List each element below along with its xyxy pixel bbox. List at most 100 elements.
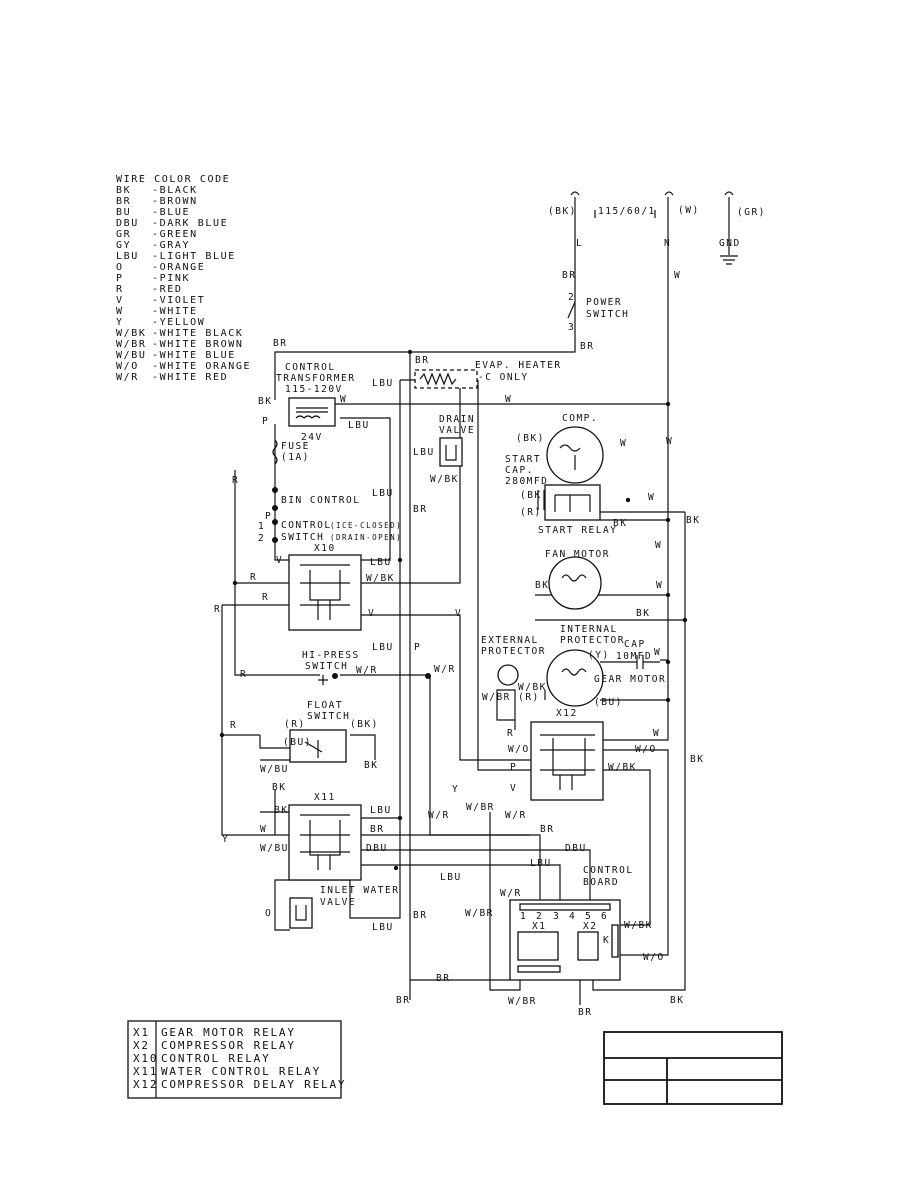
gear-cap-label-1: CAP xyxy=(624,639,646,650)
wire-label: BR xyxy=(540,824,554,835)
float-switch-label-1: FLOAT xyxy=(307,700,343,711)
junction-dot xyxy=(219,732,225,738)
junction-dot xyxy=(425,673,431,679)
control-switch-pin-1: 1 xyxy=(258,521,265,532)
color-name: -LIGHT BLUE xyxy=(152,251,236,262)
title-block-box xyxy=(603,1031,783,1105)
wire-label: DBU xyxy=(565,843,587,854)
relay-x10-contacts xyxy=(300,564,350,620)
wire-color-code-entries: BK -BLACK BR -BROWN BU -BLUE DBU -DARK B… xyxy=(116,185,249,383)
wire-label: R xyxy=(240,669,247,680)
relay-x10-label: X10 xyxy=(314,543,336,554)
start-cap-label-3: 280MFD xyxy=(505,476,548,487)
evap-heater-label-1: EVAP. HEATER xyxy=(475,360,562,371)
control-switch-note-1: (ICE-CLOSED) xyxy=(330,521,402,530)
color-name: -RED xyxy=(152,284,182,295)
relay-name: WATER CONTROL RELAY xyxy=(161,1065,321,1078)
drain-solenoid-icon xyxy=(445,445,457,461)
relay-legend-box xyxy=(127,1020,342,1099)
wire-br-label: BR xyxy=(562,270,576,281)
wire-label: W xyxy=(654,647,661,658)
color-code: Y xyxy=(116,317,124,328)
wire-label: BR xyxy=(370,824,384,835)
wire-label: W xyxy=(666,436,673,447)
wire-label: R xyxy=(262,592,269,603)
br-rail xyxy=(274,351,411,980)
wire-label: BK xyxy=(535,580,549,591)
wire-label: BR xyxy=(415,355,429,366)
violet-wire xyxy=(352,614,540,761)
control-switch-wiring xyxy=(274,490,293,561)
junction-dot xyxy=(393,865,399,871)
relay-code: X11 xyxy=(133,1065,158,1078)
wire-label: W/BK xyxy=(430,474,459,485)
wire-label: LBU xyxy=(372,922,394,933)
x11-board-wires xyxy=(350,817,591,900)
fan-motor xyxy=(548,556,602,610)
board-pin: 1 xyxy=(520,911,527,922)
wire-label: W xyxy=(260,824,267,835)
start-cap-label-1: START xyxy=(505,454,541,465)
wire-label: R xyxy=(214,604,221,615)
color-name: -WHITE xyxy=(152,306,198,317)
wire-label: R xyxy=(230,720,237,731)
wire-label: W/BK xyxy=(624,920,653,931)
color-name: -ORANGE xyxy=(152,262,205,273)
transformer-24v-label: 24V xyxy=(301,432,323,443)
wire-label: LBU xyxy=(530,858,552,869)
junction-dot xyxy=(665,401,671,407)
lbu-secondary xyxy=(340,417,391,561)
compressor-label: COMP. xyxy=(562,413,598,424)
compressor-bk-label: (BK) xyxy=(516,433,545,444)
wire-label: (BK) xyxy=(350,719,379,730)
board-k-label: K xyxy=(603,935,610,946)
wire-label: BR xyxy=(396,995,410,1006)
gear-motor-label: GEAR MOTOR xyxy=(594,674,666,685)
color-name: -WHITE BROWN xyxy=(152,339,243,350)
wire-label: V xyxy=(455,608,462,619)
wire-label: BR xyxy=(578,1007,592,1018)
color-name: -DARK BLUE xyxy=(152,218,228,229)
hipress-switch-icon xyxy=(318,675,328,685)
wire-label: (BU) xyxy=(283,737,312,748)
w-right-1 xyxy=(600,404,669,521)
color-name: -WHITE RED xyxy=(152,372,228,383)
color-code: LBU xyxy=(116,251,139,262)
drain-valve-label-2: VALVE xyxy=(439,425,475,436)
fan-motor-winding-icon xyxy=(561,574,587,582)
line-l-label: L xyxy=(576,238,583,249)
gear-cap-icon xyxy=(600,655,660,669)
wire-label: W/O xyxy=(508,744,530,755)
board-relay-x2-label: X2 xyxy=(583,921,597,932)
wire-label: LBU xyxy=(372,642,394,653)
wire-br-label: BR xyxy=(580,341,594,352)
wire-label: W/BK xyxy=(518,682,547,693)
title-block xyxy=(603,1031,783,1105)
control-switch-terminal xyxy=(272,537,278,543)
color-name: -WHITE BLUE xyxy=(152,350,236,361)
supply-wires xyxy=(410,191,734,404)
color-name: -YELLOW xyxy=(152,317,205,328)
color-code: P xyxy=(116,273,124,284)
wire-label: W/BU xyxy=(260,843,289,854)
color-code: BR xyxy=(116,196,131,207)
board-pin: 2 xyxy=(536,911,543,922)
evap-heater-label-2: -C ONLY xyxy=(478,372,529,383)
supply-w-label: (W) xyxy=(678,205,700,216)
wire-label: W/O xyxy=(643,952,665,963)
power-supply: (BK) 115/60/1 (W) (GR) L N GND BR W 2 3 … xyxy=(410,191,764,404)
junction-dots xyxy=(219,349,688,871)
control-switch-note-2: (DRAIN-OPEN) xyxy=(330,533,402,542)
gear-motor-wires xyxy=(600,659,668,701)
compressor-winding-icon xyxy=(559,444,581,470)
wire-label: W/BR xyxy=(466,802,495,813)
br-bottom-wire xyxy=(409,979,510,1000)
gnd-label: GND xyxy=(719,238,741,249)
wire-color-code-title: WIRE COLOR CODE xyxy=(116,174,230,185)
color-name: -WHITE BLACK xyxy=(152,328,243,339)
wire-label: BK xyxy=(364,760,378,771)
color-code: W/BR xyxy=(116,339,146,350)
relay-name: CONTROL RELAY xyxy=(161,1052,271,1065)
wire-label: W xyxy=(505,394,512,405)
